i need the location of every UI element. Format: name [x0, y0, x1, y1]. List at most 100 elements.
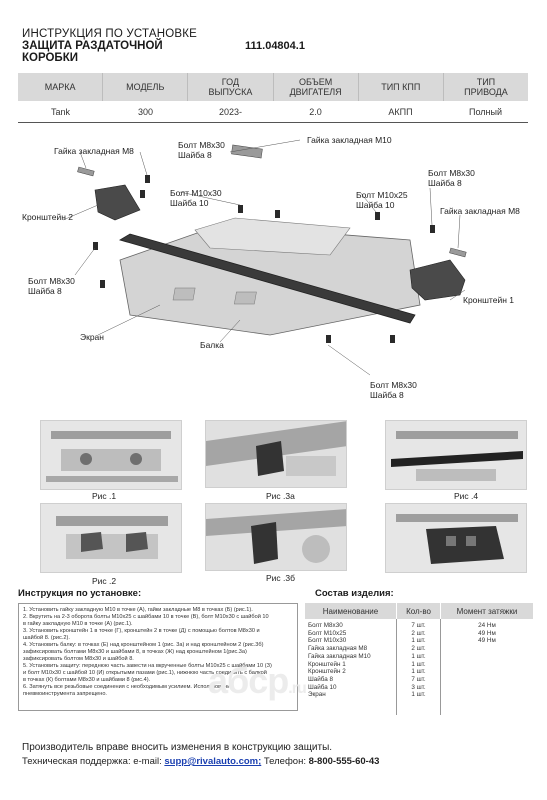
- vehicle-spec-table: МАРКА МОДЕЛЬ ГОД ВЫПУСКА ОБЪЕМ ДВИГАТЕЛЯ…: [18, 73, 528, 123]
- spec-header-engine: ОБЪЕМ ДВИГАТЕЛЯ: [274, 73, 359, 101]
- instruction-line: 5. Установить защиту: переднюю часть зав…: [23, 663, 272, 669]
- components-body: Болт М8х30 Болт М10х25 Болт М10х30 Гайка…: [305, 619, 533, 715]
- callout-washer-8-left: Шайба 8: [28, 286, 62, 296]
- caption-fig3b: Рис .3б: [266, 573, 295, 583]
- callout-nut-m10: Гайка закладная М10: [307, 135, 392, 145]
- photo-fig3b: [205, 503, 347, 571]
- spec-table-row: Tank 300 2023- 2.0 АКПП Полный: [18, 101, 528, 123]
- component-name: Болт М10х30: [308, 637, 347, 645]
- component-qty: 2 шт.: [411, 645, 426, 653]
- component-name: Кронштейн 2: [308, 668, 346, 676]
- callout-washer-8-top-right: Шайба 8: [428, 178, 462, 188]
- photo-fig3a-image: [206, 421, 346, 487]
- callout-bolt-m10x25: Болт М10х25: [356, 190, 408, 200]
- component-name: Болт М10х25: [308, 629, 347, 637]
- component-qty: 2 шт.: [411, 629, 426, 637]
- component-name: Шайба 8: [308, 675, 334, 683]
- component-qty: 7 шт.: [411, 675, 426, 683]
- components-title: Состав изделия:: [315, 588, 394, 599]
- watermark: aбcp.ru: [208, 660, 307, 702]
- caption-fig2: Рис .2: [92, 576, 117, 586]
- photo-fig2-image: [41, 504, 181, 572]
- photo-fig1-image: [41, 421, 181, 489]
- installation-instructions: Инструкция по установке: 1. Установить г…: [18, 588, 298, 711]
- spec-drive: Полный: [469, 106, 502, 117]
- leader-lines: [62, 139, 466, 376]
- watermark-brand: aбcp: [208, 660, 289, 701]
- article-number: 111.04804.1: [245, 40, 305, 52]
- spec-header-model: МОДЕЛЬ: [103, 73, 189, 101]
- instruction-line: 1. Установить гайку закладную М10 в точк…: [23, 607, 253, 613]
- spec-gearbox: АКПП: [388, 106, 413, 117]
- instruction-line: в точках (К) болтами М8х30 и шайбами 8 (…: [23, 677, 151, 683]
- photo-fig5: [385, 503, 527, 573]
- component-qty: 1 шт.: [411, 660, 426, 668]
- components-torque-column: 24 Нм 49 Нм 49 Нм: [441, 619, 533, 715]
- callout-washer-8-top: Шайба 8: [178, 150, 212, 160]
- screen-plate-top: [194, 217, 351, 256]
- spec-year: 2023-: [218, 106, 243, 117]
- screen-slot: [172, 287, 196, 301]
- screen-slot: [234, 291, 257, 305]
- instruction-line: 6. Затянуть все резьбовые соединения с н…: [23, 684, 234, 690]
- spec-header-make: МАРКА: [18, 73, 104, 101]
- callout-nut-m8-right: Гайка закладная М8: [440, 206, 520, 216]
- component-qty: 3 шт.: [411, 683, 426, 691]
- bracket-1-shape: [409, 259, 466, 301]
- component-torque: 49 Нм: [478, 637, 496, 645]
- component-qty: 1 шт.: [411, 637, 426, 645]
- callout-bolt-m8-top: Болт М8х30: [178, 140, 225, 150]
- exploded-diagram: Гайка закладная М8 Гайка закладная М10 Б…: [20, 130, 530, 410]
- components-header-name: Наименование: [305, 603, 397, 619]
- components-header-torque: Момент затяжки: [456, 606, 518, 616]
- footer: Производитель вправе вносить изменения в…: [22, 742, 522, 767]
- components-qty-column: 7 шт. 2 шт. 1 шт. 2 шт. 1 шт. 1 шт. 1 шт…: [397, 619, 441, 715]
- callout-bolt-m8-top-right: Болт М8х30: [428, 168, 475, 178]
- callout-bolt-m10x30: Болт М10х30: [170, 188, 222, 198]
- component-qty: 1 шт.: [411, 691, 426, 699]
- component-qty: 1 шт.: [411, 652, 426, 660]
- beam-shape: [119, 233, 416, 324]
- spec-header-year: ГОД ВЫПУСКА: [188, 73, 274, 101]
- callout-washer-10-b: Шайба 10: [356, 200, 395, 210]
- instructions-title: Инструкция по установке:: [18, 588, 142, 599]
- bolts-group: [93, 175, 435, 343]
- instruction-line: в гайку закладную М10 в точке (А) (рис.1…: [23, 621, 133, 627]
- caption-fig4: Рис .4: [454, 491, 479, 501]
- photo-fig4: [385, 420, 527, 490]
- instruction-line: 2. Вкрутить на 2-3 оборота болты М10х25 …: [23, 614, 269, 620]
- component-name: Шайба 10: [308, 683, 337, 691]
- instructions-box: 1. Установить гайку закладную М10 в точк…: [18, 603, 298, 711]
- instruction-line: 3. Установить кронштейн 1 в точке (Г), к…: [23, 628, 260, 634]
- footer-support: Техническая поддержка: e-mail: supp@riva…: [22, 756, 522, 767]
- instruction-line: шайбой 8. (рис.2).: [23, 635, 70, 641]
- instruction-line: зафиксировать болтом М8х30 и шайбой 8.: [23, 656, 134, 662]
- bracket-2-shape: [94, 184, 141, 221]
- callout-bolt-m8-left: Болт М8х30: [28, 276, 75, 286]
- callout-bolt-m8-bottom: Болт М8х30: [370, 380, 417, 390]
- installation-photos: Рис .1 Рис .2 Рис .3а Рис .3б: [20, 415, 530, 586]
- watermark-suffix: .ru: [288, 680, 306, 697]
- components-header-qty: Кол-во: [397, 603, 441, 619]
- callout-washer-8-bottom: Шайба 8: [370, 390, 404, 400]
- photo-fig3b-image: [206, 504, 346, 570]
- component-qty: 7 шт.: [411, 622, 426, 629]
- support-phone: 8-800-555-60-43: [308, 756, 380, 767]
- callout-bracket-2: Кронштейн 2: [22, 212, 73, 222]
- nut-m8-left-shape: [77, 166, 95, 177]
- nut-m10-shape: [231, 144, 263, 159]
- component-name: Кронштейн 1: [308, 660, 346, 668]
- phone-label: Телефон:: [263, 756, 306, 767]
- photo-fig4-image: [386, 421, 526, 489]
- title-line2: ЗАЩИТА РАЗДАТОЧНОЙ: [22, 40, 163, 52]
- component-name: Экран: [308, 691, 326, 699]
- component-name: Гайка закладная М8: [308, 645, 368, 653]
- photo-fig3a: [205, 420, 347, 488]
- spec-header-gearbox: ТИП КПП: [359, 73, 444, 101]
- callout-beam: Балка: [200, 340, 224, 350]
- callout-screen: Экран: [80, 332, 104, 342]
- footer-disclaimer: Производитель вправе вносить изменения в…: [22, 742, 333, 753]
- title-block: ИНСТРУКЦИЯ ПО УСТАНОВКЕ ЗАЩИТА РАЗДАТОЧН…: [22, 28, 322, 64]
- support-email-link[interactable]: supp@rivalauto.com;: [164, 756, 262, 767]
- components-header: Наименование Кол-во Момент затяжки: [305, 603, 533, 619]
